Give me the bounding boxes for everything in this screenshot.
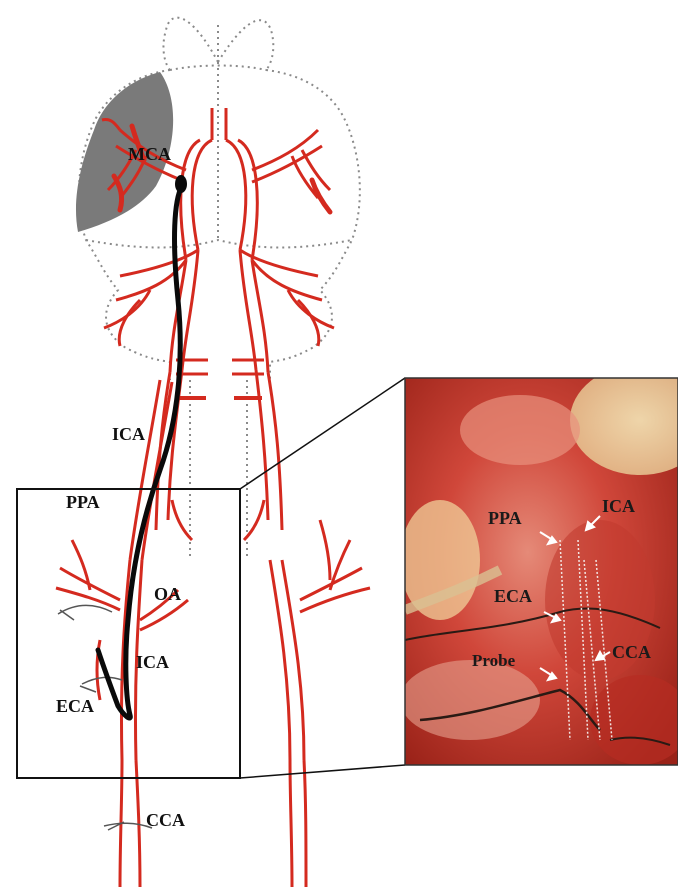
filament-probe <box>98 186 182 718</box>
zoom-line-bottom <box>240 765 405 778</box>
zoom-line-top <box>240 378 405 489</box>
photo-label-cca: CCA <box>612 642 651 662</box>
label-cca: CCA <box>146 810 185 830</box>
photo-label-probe: Probe <box>472 651 516 670</box>
label-ica-upper: ICA <box>112 424 145 444</box>
photo-label-eca: ECA <box>494 586 532 606</box>
label-oa: OA <box>154 584 181 604</box>
label-mca: MCA <box>128 144 171 164</box>
arterial-tree <box>56 108 370 887</box>
filament-tip <box>175 175 187 193</box>
label-eca: ECA <box>56 696 94 716</box>
surgical-photo <box>400 365 678 765</box>
photo-label-ppa: PPA <box>488 508 522 528</box>
photo-label-ica: ICA <box>602 496 635 516</box>
label-ica-lower: ICA <box>136 652 169 672</box>
label-ppa: PPA <box>66 492 100 512</box>
